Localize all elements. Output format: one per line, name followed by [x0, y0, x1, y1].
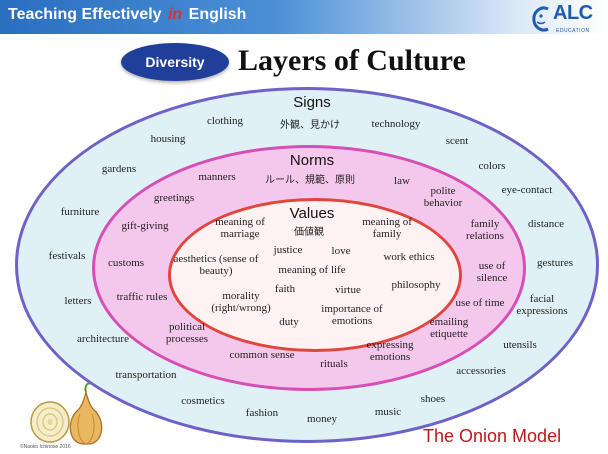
- onion-whole-icon: [69, 382, 103, 445]
- values-title: Values: [289, 205, 335, 222]
- value-item: faith: [274, 283, 296, 295]
- alc-logo: ALC EDUCATION: [530, 2, 604, 42]
- sign-item: transportation: [115, 369, 177, 381]
- sign-item: festivals: [48, 250, 86, 262]
- norm-item: law: [394, 175, 410, 187]
- onion-illustration: [30, 382, 103, 445]
- norm-item: family relations: [466, 218, 504, 242]
- norm-item: manners: [198, 171, 236, 183]
- sign-item: fashion: [245, 407, 279, 419]
- value-item: meaning of family: [362, 216, 412, 240]
- value-item: philosophy: [391, 279, 441, 291]
- onion-half-icon: [30, 401, 70, 443]
- value-item: duty: [279, 316, 299, 328]
- value-item: meaning of marriage: [215, 216, 265, 240]
- sign-item: shoes: [420, 393, 446, 405]
- norm-item: gift-giving: [121, 220, 169, 232]
- header-title-in: in: [167, 6, 183, 23]
- sign-item: architecture: [77, 333, 129, 345]
- sign-item: utensils: [503, 339, 537, 351]
- page-title: Layers of Culture: [238, 44, 466, 77]
- value-item: virtue: [335, 284, 361, 296]
- sign-item: eye-contact: [501, 184, 553, 196]
- signs-title: Signs: [293, 94, 331, 111]
- norm-item: customs: [107, 257, 145, 269]
- header-bar: [0, 0, 608, 34]
- sign-item: technology: [371, 118, 421, 130]
- logo-subtext: EDUCATION: [556, 28, 590, 34]
- norm-item: use of time: [455, 297, 505, 309]
- norm-item: rituals: [320, 358, 348, 370]
- values-subtitle: 価値観: [294, 227, 324, 238]
- sign-item: housing: [150, 133, 186, 145]
- sign-item: music: [374, 406, 402, 418]
- norms-title: Norms: [289, 152, 335, 169]
- value-item: work ethics: [383, 251, 435, 263]
- norm-item: emailing etiquette: [429, 316, 469, 340]
- sign-item: money: [307, 413, 337, 425]
- norms-subtitle: ルール、規範、原則: [265, 175, 355, 186]
- sign-item: distance: [527, 218, 565, 230]
- sign-item: cosmetics: [181, 395, 225, 407]
- alc-logo-icon: [532, 6, 549, 32]
- sign-item: letters: [64, 295, 92, 307]
- norm-item: polite behavior: [423, 185, 463, 209]
- value-item: meaning of life: [278, 264, 346, 276]
- sign-item: scent: [445, 135, 469, 147]
- sign-item: gardens: [101, 163, 137, 175]
- value-item: aesthetics (sense of beauty): [173, 253, 259, 277]
- onion-model-caption: The Onion Model: [423, 426, 562, 446]
- header-title-pre: Teaching Effectively: [8, 6, 162, 23]
- norm-item: common sense: [229, 349, 295, 361]
- norm-item: use of silence: [476, 260, 508, 284]
- sign-item: accessories: [456, 365, 506, 377]
- value-item: love: [331, 245, 351, 257]
- norm-item: traffic rules: [116, 291, 168, 303]
- sign-item: colors: [478, 160, 506, 172]
- sign-item: clothing: [206, 115, 244, 127]
- header-title-post: English: [188, 6, 247, 23]
- norm-item: political processes: [165, 321, 209, 345]
- diversity-pill: Diversity: [121, 43, 229, 81]
- norm-item: greetings: [153, 192, 195, 204]
- value-item: justice: [273, 244, 303, 256]
- sign-item: furniture: [60, 206, 100, 218]
- norm-item: expressing emotions: [366, 339, 414, 363]
- signs-subtitle: 外観、見かけ: [280, 120, 340, 131]
- values-ring: [168, 198, 462, 352]
- sign-item: gestures: [536, 257, 574, 269]
- header-title: Teaching Effectively in English: [8, 6, 246, 24]
- value-item: morality (right/wrong): [211, 290, 271, 314]
- sign-item: facial expressions: [516, 293, 568, 317]
- copyright: ©Naoko Ichinose 2016: [20, 444, 71, 450]
- logo-text: ALC: [553, 2, 593, 24]
- value-item: importance of emotions: [321, 303, 383, 327]
